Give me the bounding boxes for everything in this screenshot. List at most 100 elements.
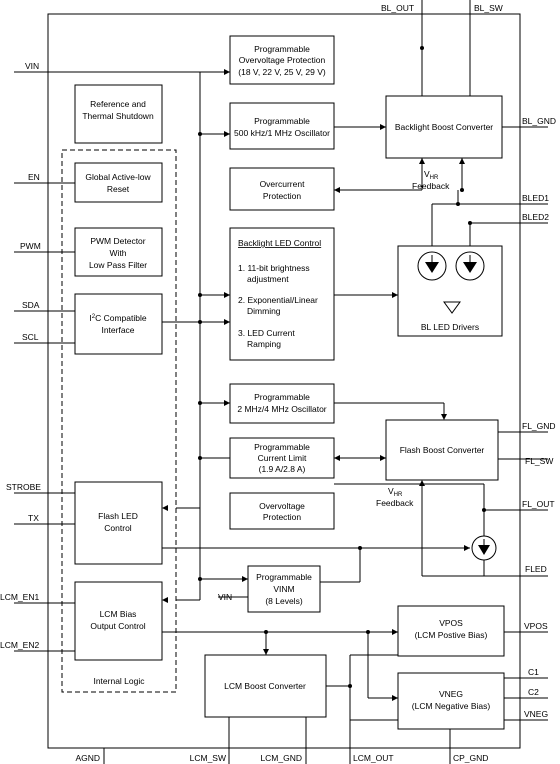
lcm-boost-block [204,654,327,718]
overcurrent-block [229,167,335,211]
bl-led-control-title: Backlight LED Control [238,238,321,248]
vpos-line1: VPOS [439,618,463,628]
vneg-line2: (LCM Negative Bias) [412,701,491,711]
lcm-bias-control-block [74,581,163,661]
fl-cl-line3: (1.9 A/2.8 A) [259,464,306,474]
bl-led-drivers-block [397,245,503,337]
bl-ovp-line1: Programmable [254,44,310,54]
pin-bl-sw: BL_SW [474,3,503,13]
bl-led-control-item2a: 2. Exponential/Linear [238,295,318,305]
pwm-detector-line2: With [110,248,127,258]
fl-vhr-feedback: VHR [388,486,403,498]
fl-osc-line2: 2 MHz/4 MHz Oscillator [237,404,326,414]
fled-current-sink-icon [471,535,497,561]
pin-bled2: BLED2 [522,212,549,222]
ref-thermal-line1: Reference and [90,99,146,109]
arrowheads [162,69,470,701]
ref-thermal-line2: Thermal Shutdown [82,111,154,121]
bl-led-control-item1a: 1. 11-bit brightness [238,263,310,273]
i2c-interface-block [74,293,163,355]
lcm-bias-line2: Output Control [90,621,145,631]
lcm-bias-line1: LCM Bias [100,609,137,619]
bl-feedback-word: Feedback [412,181,450,191]
fl-feedback-word: Feedback [376,498,414,508]
pin-lcm-gnd: LCM_GND [260,753,302,763]
bl-led-control-item3b: Ramping [247,339,281,349]
bled2-current-sink-icon [455,251,485,281]
fl-ovp-line1: Overvoltage [259,501,305,511]
fl-boost-block [385,419,499,481]
flash-led-control-line1: Flash LED [98,511,138,521]
i2c-line2: Interface [101,325,134,335]
pin-strobe: STROBE [6,482,41,492]
vneg-block [397,672,505,730]
vinm-line2: VINM [273,584,294,594]
pin-lcm-en2: LCM_EN2 [0,640,39,650]
pin-lcm-en1: LCM_EN1 [0,592,39,602]
pin-vneg: VNEG [524,709,548,719]
pin-bl-gnd: BL_GND [522,116,556,126]
overcurrent-line1: Overcurrent [260,179,306,189]
pwm-detector-block [74,227,163,277]
internal-wires [48,14,548,736]
bl-ovp-line2: Overvoltage Protection [239,55,326,65]
ground-symbol-icon [443,301,461,314]
fl-ovp-block [229,492,335,530]
bl-ovp-line3: (18 V, 22 V, 25 V, 29 V) [238,67,326,77]
bl-boost-label: Backlight Boost Converter [395,122,493,132]
vinm-line1: Programmable [256,572,312,582]
lcm-boost-label: LCM Boost Converter [224,681,306,691]
flash-led-control-block [74,481,163,565]
bl-led-drivers-label: BL LED Drivers [421,322,479,332]
fl-cl-line2: Current Limit [258,453,307,463]
bl-vhr-feedback: VHR [424,169,439,181]
bl-led-control-item3a: 3. LED Current [238,328,295,338]
global-reset-line2: Reset [107,184,130,194]
internal-logic-boundary [61,149,177,693]
pin-cp-gnd: CP_GND [453,753,488,763]
prog-vinm-block [247,565,321,613]
chip-outline [47,13,521,749]
bl-led-control-item1b: adjustment [247,274,289,284]
pin-c2: C2 [528,687,539,697]
pin-tx: TX [28,513,39,523]
vin-internal-label: VIN [218,592,232,602]
bl-osc-line2: 500 kHz/1 MHz Oscillator [234,128,330,138]
fl-current-limit-block [229,437,335,479]
pin-fl-gnd: FL_GND [522,421,556,431]
fl-osc-line1: Programmable [254,392,310,402]
global-reset-line1: Global Active-low [85,172,151,182]
pin-fl-sw: FL_SW [525,456,553,466]
pin-sda: SDA [22,300,40,310]
internal-logic-label: Internal Logic [93,676,145,686]
pin-pwm: PWM [20,241,41,251]
vinm-line3: (8 Levels) [265,596,302,606]
bl-osc-line1: Programmable [254,116,310,126]
pin-lcm-sw: LCM_SW [190,753,226,763]
bl-ovp-block [229,35,335,85]
pin-scl: SCL [22,332,39,342]
fl-ovp-line2: Protection [263,512,302,522]
pin-vin: VIN [25,61,39,71]
fl-boost-label: Flash Boost Converter [400,445,485,455]
bl-boost-block [385,95,503,159]
pin-en: EN [28,172,40,182]
pwm-detector-line1: PWM Detector [90,236,145,246]
pin-fled: FLED [525,564,547,574]
flash-led-control-line2: Control [104,523,132,533]
bled1-current-sink-icon [417,251,447,281]
pin-lcm-out: LCM_OUT [353,753,394,763]
i2c-line1: I2C Compatible [89,313,146,323]
bl-led-control-item2b: Dimming [247,306,281,316]
bl-oscillator-block [229,102,335,150]
vneg-line1: VNEG [439,689,463,699]
fl-oscillator-block [229,383,335,424]
pin-bl-out: BL_OUT [381,3,414,13]
vpos-line2: (LCM Postive Bias) [415,630,488,640]
pin-agnd: AGND [75,753,100,763]
pin-vpos: VPOS [524,621,548,631]
pin-c1: C1 [528,667,539,677]
vpos-block [397,605,505,657]
pwm-detector-line3: Low Pass Filter [89,260,147,270]
fl-cl-line1: Programmable [254,442,310,452]
